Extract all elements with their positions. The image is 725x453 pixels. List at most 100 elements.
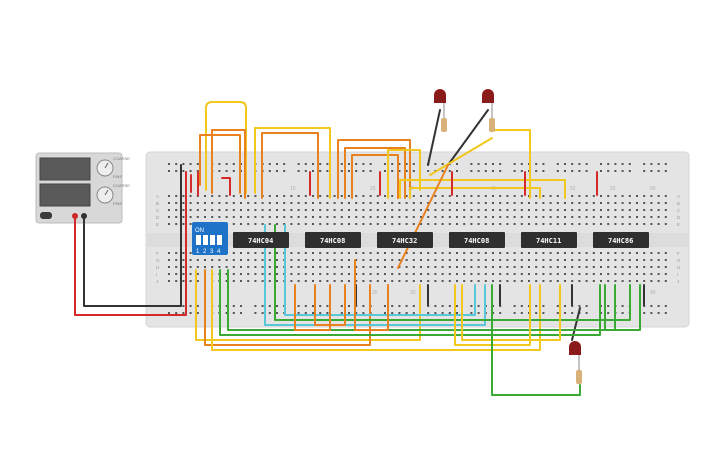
breadboard-hole[interactable] xyxy=(441,266,444,268)
breadboard-hole[interactable] xyxy=(196,163,199,165)
breadboard-hole[interactable] xyxy=(492,273,494,275)
breadboard-hole[interactable] xyxy=(168,273,170,275)
breadboard-hole[interactable] xyxy=(621,209,624,211)
breadboard-hole[interactable] xyxy=(434,252,437,254)
breadboard-hole[interactable] xyxy=(232,305,235,307)
breadboard-hole[interactable] xyxy=(168,216,170,218)
breadboard-hole[interactable] xyxy=(362,223,365,225)
breadboard-hole[interactable] xyxy=(441,223,444,225)
breadboard-hole[interactable] xyxy=(484,252,487,254)
breadboard-hole[interactable] xyxy=(564,252,566,254)
breadboard-hole[interactable] xyxy=(448,266,451,268)
breadboard-hole[interactable] xyxy=(405,223,408,225)
breadboard-hole[interactable] xyxy=(607,273,610,275)
breadboard-hole[interactable] xyxy=(484,216,487,218)
breadboard-hole[interactable] xyxy=(420,202,422,204)
breadboard-hole[interactable] xyxy=(276,259,278,261)
breadboard-hole[interactable] xyxy=(427,312,430,314)
breadboard-hole[interactable] xyxy=(398,216,401,218)
breadboard-hole[interactable] xyxy=(441,252,444,254)
breadboard-hole[interactable] xyxy=(643,223,646,225)
breadboard-hole[interactable] xyxy=(355,202,358,204)
breadboard-hole[interactable] xyxy=(348,209,350,211)
breadboard-hole[interactable] xyxy=(348,202,350,204)
breadboard-hole[interactable] xyxy=(304,195,307,197)
breadboard-hole[interactable] xyxy=(528,266,530,268)
breadboard-hole[interactable] xyxy=(225,273,228,275)
breadboard-hole[interactable] xyxy=(664,280,667,282)
breadboard-hole[interactable] xyxy=(506,252,509,254)
breadboard-hole[interactable] xyxy=(528,223,530,225)
breadboard-hole[interactable] xyxy=(362,195,365,197)
breadboard-hole[interactable] xyxy=(225,259,228,261)
breadboard-hole[interactable] xyxy=(268,273,271,275)
breadboard-hole[interactable] xyxy=(650,163,653,165)
breadboard-hole[interactable] xyxy=(535,209,538,211)
breadboard-hole[interactable] xyxy=(556,202,559,204)
breadboard-hole[interactable] xyxy=(355,280,358,282)
breadboard-hole[interactable] xyxy=(470,273,473,275)
breadboard-hole[interactable] xyxy=(348,252,350,254)
breadboard-hole[interactable] xyxy=(391,252,394,254)
breadboard-hole[interactable] xyxy=(542,163,545,165)
breadboard-hole[interactable] xyxy=(556,252,559,254)
breadboard-hole[interactable] xyxy=(636,259,638,261)
breadboard-hole[interactable] xyxy=(441,209,444,211)
breadboard-hole[interactable] xyxy=(340,209,343,211)
breadboard-hole[interactable] xyxy=(362,209,365,211)
breadboard-hole[interactable] xyxy=(650,305,653,307)
breadboard-hole[interactable] xyxy=(470,216,473,218)
breadboard-hole[interactable] xyxy=(362,312,365,314)
breadboard-hole[interactable] xyxy=(276,266,278,268)
breadboard-hole[interactable] xyxy=(542,202,545,204)
breadboard-hole[interactable] xyxy=(326,216,329,218)
breadboard-hole[interactable] xyxy=(628,273,631,275)
wire-orange[interactable] xyxy=(344,147,406,199)
breadboard-hole[interactable] xyxy=(484,170,487,172)
breadboard-hole[interactable] xyxy=(247,273,250,275)
breadboard-hole[interactable] xyxy=(571,312,574,314)
breadboard-hole[interactable] xyxy=(664,209,667,211)
breadboard-hole[interactable] xyxy=(268,312,271,314)
wire-yellow[interactable] xyxy=(461,284,561,341)
breadboard-hole[interactable] xyxy=(412,202,415,204)
breadboard-hole[interactable] xyxy=(542,312,545,314)
breadboard-hole[interactable] xyxy=(456,259,458,261)
breadboard-hole[interactable] xyxy=(657,216,660,218)
breadboard-hole[interactable] xyxy=(600,252,602,254)
breadboard-hole[interactable] xyxy=(182,252,185,254)
breadboard-hole[interactable] xyxy=(182,163,185,165)
breadboard-hole[interactable] xyxy=(549,223,552,225)
breadboard-hole[interactable] xyxy=(441,273,444,275)
breadboard-hole[interactable] xyxy=(621,202,624,204)
breadboard-hole[interactable] xyxy=(607,305,610,307)
breadboard-hole[interactable] xyxy=(412,170,415,172)
breadboard-hole[interactable] xyxy=(549,280,552,282)
breadboard-hole[interactable] xyxy=(664,223,667,225)
breadboard-hole[interactable] xyxy=(427,202,430,204)
breadboard-hole[interactable] xyxy=(427,266,430,268)
breadboard-hole[interactable] xyxy=(463,216,466,218)
breadboard-hole[interactable] xyxy=(657,305,660,307)
wire-yellow[interactable] xyxy=(399,179,566,199)
breadboard-hole[interactable] xyxy=(355,209,358,211)
breadboard-hole[interactable] xyxy=(261,305,264,307)
breadboard-hole[interactable] xyxy=(182,202,185,204)
breadboard-hole[interactable] xyxy=(484,259,487,261)
breadboard-hole[interactable] xyxy=(614,266,617,268)
breadboard-hole[interactable] xyxy=(614,170,617,172)
breadboard-hole[interactable] xyxy=(542,305,545,307)
breadboard-hole[interactable] xyxy=(232,170,235,172)
breadboard-hole[interactable] xyxy=(542,252,545,254)
breadboard-hole[interactable] xyxy=(182,195,185,197)
breadboard-hole[interactable] xyxy=(470,280,473,282)
breadboard-hole[interactable] xyxy=(628,195,631,197)
breadboard-hole[interactable] xyxy=(319,259,322,261)
breadboard-hole[interactable] xyxy=(441,163,444,165)
breadboard-hole[interactable] xyxy=(189,216,192,218)
breadboard-hole[interactable] xyxy=(175,163,178,165)
breadboard-hole[interactable] xyxy=(204,216,206,218)
breadboard-hole[interactable] xyxy=(600,266,602,268)
breadboard-hole[interactable] xyxy=(564,312,566,314)
breadboard-hole[interactable] xyxy=(340,223,343,225)
